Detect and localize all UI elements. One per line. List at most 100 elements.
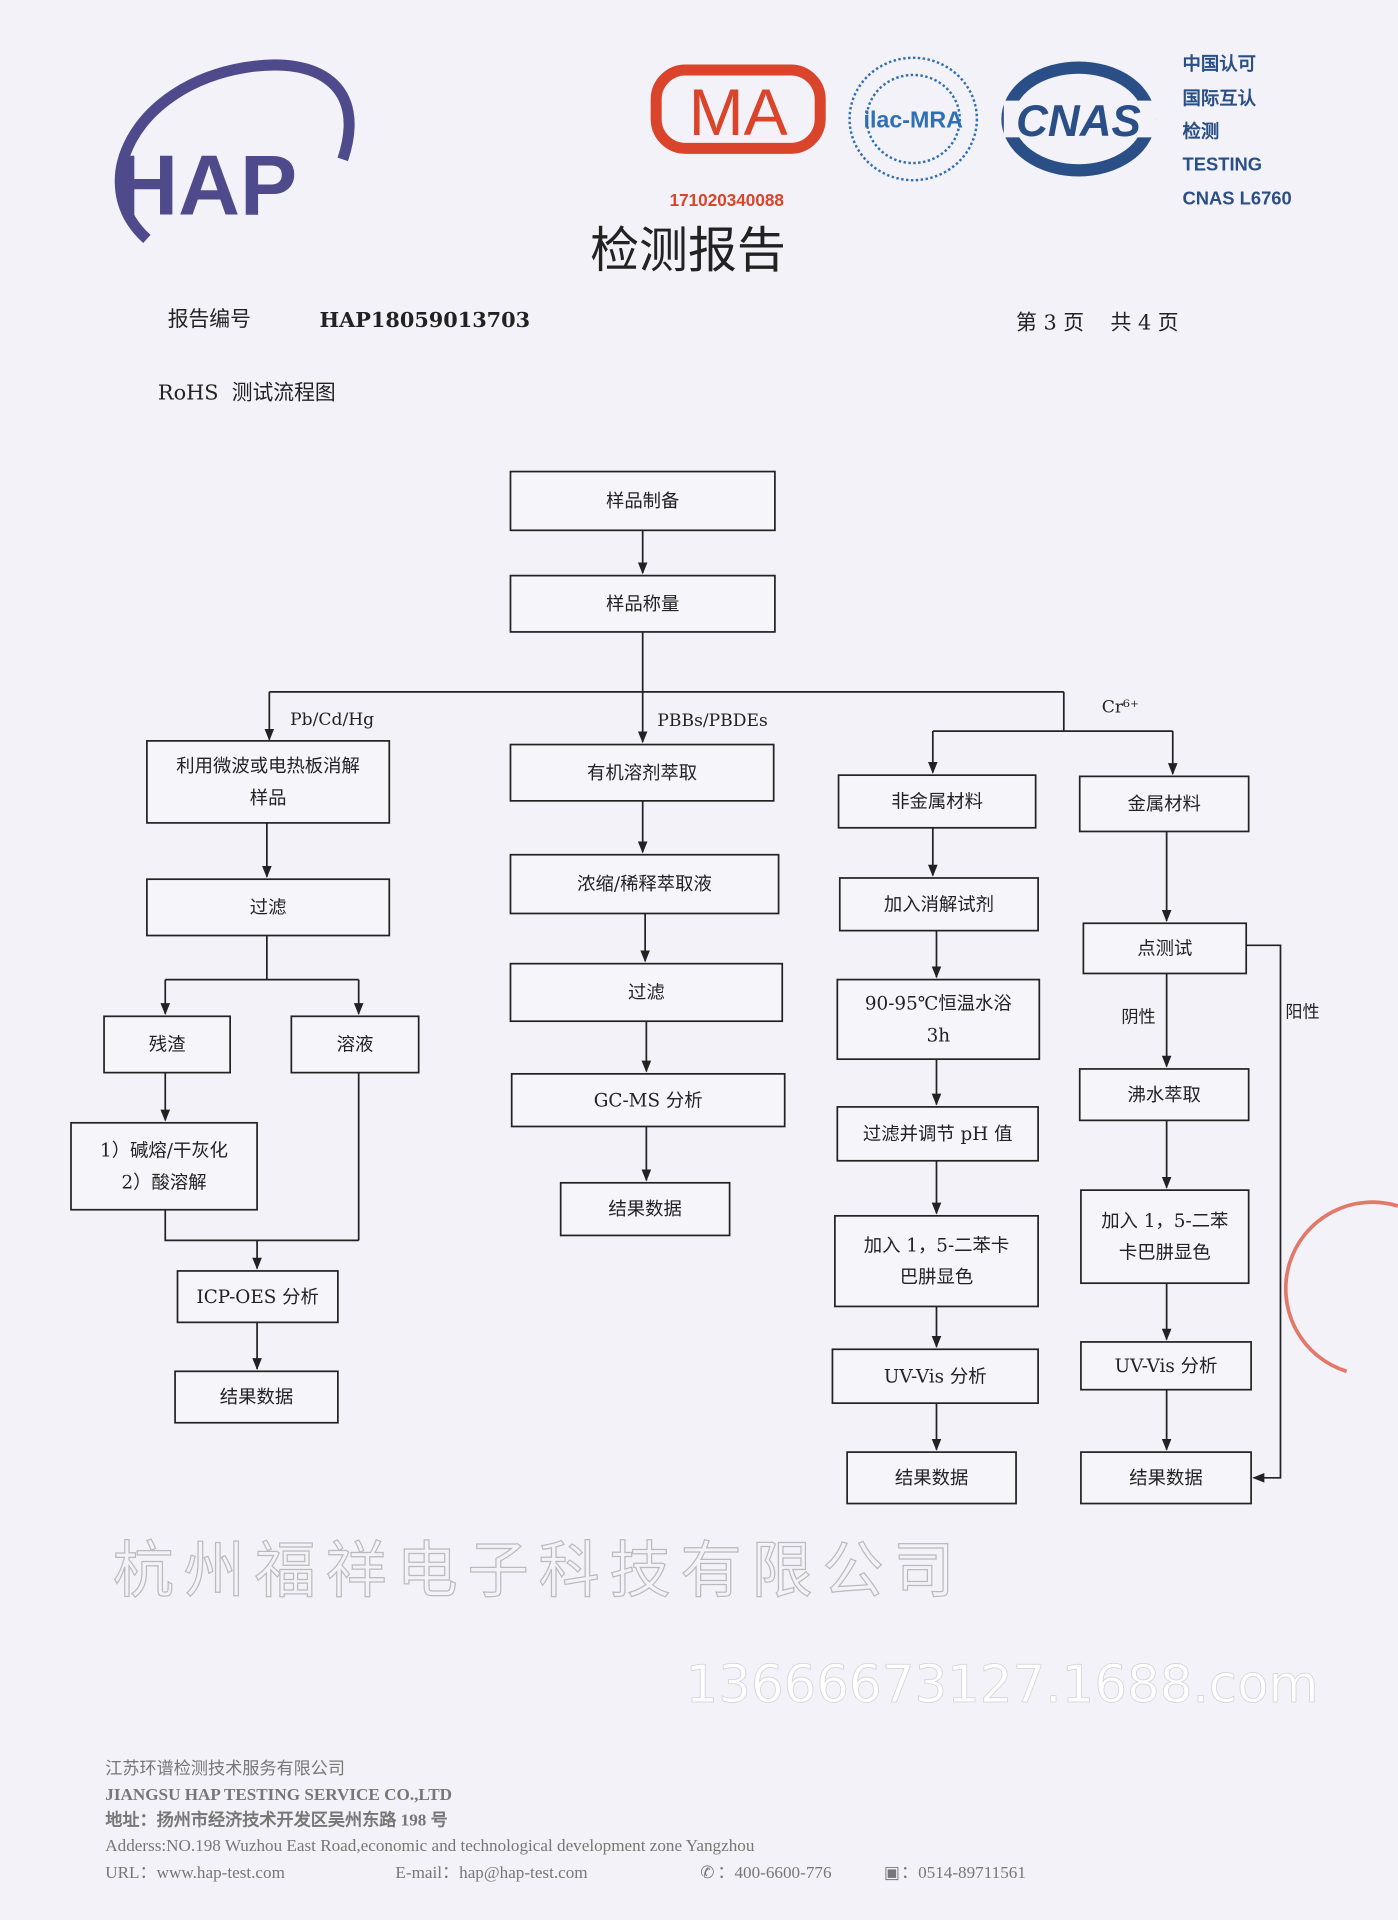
box-label: 巴肼显色 xyxy=(900,1267,973,1288)
metal-material-box: 金属材料 xyxy=(1078,775,1250,833)
flow-arrow xyxy=(1246,944,1282,1483)
box-label: 样品称量 xyxy=(606,594,679,615)
concentrate-box: 浓缩/稀释萃取液 xyxy=(509,853,780,915)
section-title: RoHS 测试流程图 xyxy=(158,380,336,404)
branch-label-cr: Cr⁶⁺ xyxy=(1102,698,1139,718)
box-label: 1）碱熔/干灰化 xyxy=(100,1140,228,1161)
icp-oes-box: ICP-OES 分析 xyxy=(176,1270,339,1324)
box-label: 90-95℃恒温水浴 xyxy=(865,994,1012,1015)
result-box: 结果数据 xyxy=(174,1370,339,1424)
box-label: 点测试 xyxy=(1137,938,1192,959)
hap-logo: HAP xyxy=(114,59,355,244)
branch-label-pb: Pb/Cd/Hg xyxy=(290,710,374,730)
cert-line: TESTING xyxy=(1183,153,1263,174)
box-label: 样品 xyxy=(250,788,287,809)
box-label: UV-Vis 分析 xyxy=(1115,1356,1218,1377)
footer-company-en: JIANGSU HAP TESTING SERVICE CO.,LTD xyxy=(105,1785,452,1804)
watermark-site: 13666673127.1688.com xyxy=(686,1655,1319,1715)
cert-line: 中国认可 xyxy=(1183,53,1256,74)
sample-weigh-box: 样品称量 xyxy=(509,574,776,633)
box-label: 结果数据 xyxy=(220,1387,293,1408)
footer-phone: ：400-6600-776 xyxy=(717,1863,832,1882)
result-box: 结果数据 xyxy=(1080,1451,1252,1505)
digest-reagent-box: 加入消解试剂 xyxy=(838,877,1039,932)
box-label: 沸水萃取 xyxy=(1127,1085,1200,1106)
cert-line: CNAS L6760 xyxy=(1183,188,1292,209)
footer-address-cn: 地址：扬州市经济技术开发区吴州东路 198 号 xyxy=(105,1809,448,1829)
page-info: 第 3 页 共 4 页 xyxy=(1016,311,1179,335)
cma-number: 171020340088 xyxy=(670,190,784,210)
box-label: 卡巴肼显色 xyxy=(1119,1243,1211,1264)
footer-fax: ：0514-89711561 xyxy=(901,1863,1026,1882)
box-label: ICP-OES 分析 xyxy=(196,1287,318,1308)
box-label: 浓缩/稀释萃取液 xyxy=(577,874,712,895)
filter-box: 过滤 xyxy=(509,962,784,1023)
cma-logo: MA xyxy=(650,64,826,154)
cert-line: 检测 xyxy=(1183,120,1220,141)
uv-vis-box: UV-Vis 分析 xyxy=(831,1348,1039,1405)
box-label: 2）酸溶解 xyxy=(121,1172,206,1193)
box-label: 溶液 xyxy=(337,1035,374,1056)
box-label: 有机溶剂萃取 xyxy=(587,763,697,784)
box-label: 加入 1，5-二苯卡 xyxy=(864,1235,1010,1256)
watermark-company: 杭州福祥电子科技有限公司 xyxy=(113,1536,965,1607)
footer: 江苏环谱检测技术服务有限公司 JIANGSU HAP TESTING SERVI… xyxy=(105,1759,1026,1882)
gc-ms-box: GC-MS 分析 xyxy=(510,1072,786,1128)
box-label: 样品制备 xyxy=(606,491,679,512)
box-label: 金属材料 xyxy=(1127,794,1200,815)
footer-url: URL：www.hap-test.com xyxy=(105,1863,285,1882)
nonmetal-material-box: 非金属材料 xyxy=(837,774,1037,829)
box-label: GC-MS 分析 xyxy=(594,1090,703,1111)
box-label: 加入消解试剂 xyxy=(884,894,994,915)
svg-text:HAP: HAP xyxy=(116,137,297,233)
box-label: 结果数据 xyxy=(1129,1468,1202,1489)
svg-text:MA: MA xyxy=(689,76,788,150)
report-no: HAP18059013703 xyxy=(320,307,531,332)
fusion-box: 1）碱熔/干灰化 2）酸溶解 xyxy=(70,1121,258,1211)
stamp xyxy=(1283,1200,1398,1374)
branch-label-pbb: PBBs/PBDEs xyxy=(657,711,767,731)
uv-vis-box: UV-Vis 分析 xyxy=(1080,1341,1252,1391)
fax-icon: ▣ xyxy=(884,1863,900,1882)
svg-text:ilac-MRA: ilac-MRA xyxy=(863,107,963,133)
flow-connector xyxy=(164,1209,359,1242)
result-box: 结果数据 xyxy=(559,1181,731,1237)
cnas-logo: CNAS xyxy=(1001,61,1156,177)
filter-box: 过滤 xyxy=(146,878,391,937)
solvent-extract-box: 有机溶剂萃取 xyxy=(509,743,775,802)
filter-ph-box: 过滤并调节 pH 值 xyxy=(836,1106,1039,1162)
box-label: 过滤并调节 pH 值 xyxy=(863,1124,1013,1145)
box-label: 加入 1，5-二苯 xyxy=(1101,1211,1228,1232)
box-label: 3h xyxy=(927,1025,951,1046)
box-label: 过滤 xyxy=(628,983,665,1004)
sample-prep-box: 样品制备 xyxy=(509,470,776,532)
box-label: 残渣 xyxy=(149,1035,186,1056)
footer-company-cn: 江苏环谱检测技术服务有限公司 xyxy=(105,1759,345,1778)
solution-box: 溶液 xyxy=(290,1015,420,1074)
box-label: 过滤 xyxy=(250,897,287,918)
cert-line: 国际互认 xyxy=(1183,87,1257,108)
label-negative: 阴性 xyxy=(1121,1007,1155,1027)
box-label: 利用微波或电热板消解 xyxy=(176,756,360,777)
residue-box: 残渣 xyxy=(103,1015,232,1074)
box-label: 非金属材料 xyxy=(891,792,983,813)
phone-icon: ✆ xyxy=(700,1863,714,1882)
footer-address-en: Adderss:NO.198 Wuzhou East Road,economic… xyxy=(105,1836,755,1855)
box-label: UV-Vis 分析 xyxy=(884,1366,987,1387)
boil-extract-box: 沸水萃取 xyxy=(1078,1068,1250,1122)
ilac-mra-logo: ilac-MRA xyxy=(848,56,979,182)
svg-text:CNAS: CNAS xyxy=(1016,97,1141,146)
box-label: 结果数据 xyxy=(608,1199,681,1220)
water-bath-box: 90-95℃恒温水浴 3h xyxy=(836,978,1041,1061)
label-positive: 阳性 xyxy=(1285,1003,1319,1023)
footer-email: E-mail：hap@hap-test.com xyxy=(395,1863,588,1882)
report-no-label: 报告编号 xyxy=(168,307,251,331)
result-box: 结果数据 xyxy=(846,1451,1017,1505)
report-title: 检测报告 xyxy=(590,222,786,279)
